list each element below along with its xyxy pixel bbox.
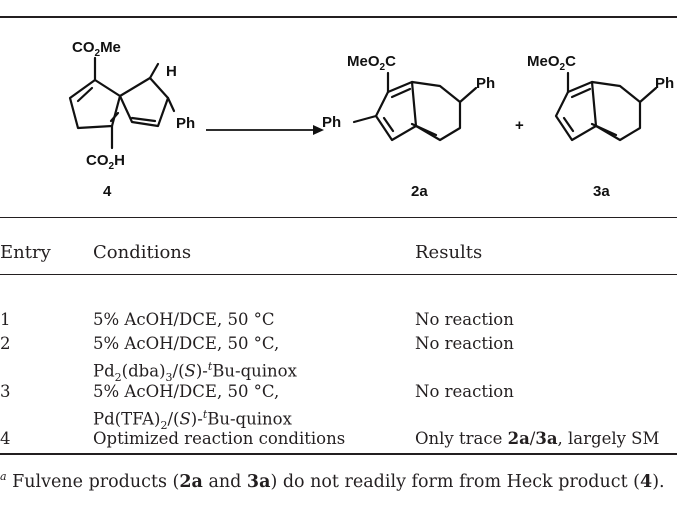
reaction-scheme: CO2Me H Ph CO2H 4 MeO2C Ph Ph 2a + MeO2C…	[68, 39, 674, 200]
ph-label-4: Ph	[176, 115, 195, 132]
row-1-conditions: 5% AcOH/DCE, 50 °C	[93, 310, 275, 329]
compound-label-2a: 2a	[411, 183, 428, 200]
table-top-rule	[0, 16, 677, 18]
table-footnote: a Fulvene products (2a and 3a) do not re…	[0, 470, 665, 492]
ph-label-3a: Ph	[655, 75, 674, 92]
header-conditions: Conditions	[93, 242, 192, 263]
plus-sign: +	[515, 117, 524, 134]
row-3-conditions-catalyst: Pd(TFA)2/(S)-tBu-quinox	[93, 408, 292, 432]
row-2-entry: 2	[0, 334, 11, 353]
row-2-conditions: 5% AcOH/DCE, 50 °C,	[93, 334, 280, 353]
header-entry: Entry	[0, 242, 51, 263]
row-2-result: No reaction	[415, 334, 514, 353]
ph-label-2a-left: Ph	[322, 114, 341, 131]
header-rule	[0, 274, 677, 275]
row-3-entry: 3	[0, 382, 11, 401]
row-3-result: No reaction	[415, 382, 514, 401]
row-1-result: No reaction	[415, 310, 514, 329]
row-2-conditions-catalyst: Pd2(dba)3/(S)-tBu-quinox	[93, 360, 297, 384]
compound-2a-structure	[352, 71, 478, 142]
h-label: H	[166, 63, 177, 80]
scheme-separator-rule	[0, 217, 677, 219]
row-4-entry: 4	[0, 429, 11, 448]
row-4-conditions: Optimized reaction conditions	[93, 429, 346, 448]
header-results: Results	[415, 242, 483, 263]
meo2c-label-2a: MeO2C	[347, 53, 396, 73]
compound-label-3a: 3a	[593, 183, 610, 200]
compound-label-4: 4	[103, 183, 112, 200]
row-3-conditions: 5% AcOH/DCE, 50 °C,	[93, 382, 280, 401]
meo2c-label-3a: MeO2C	[527, 53, 576, 73]
compound-4-structure	[68, 56, 176, 150]
ph-label-2a-right: Ph	[476, 75, 495, 92]
row-4-result: Only trace 2a/3a, largely SM	[415, 429, 660, 448]
co2me-label: CO2Me	[72, 39, 121, 59]
compound-3a-structure	[554, 71, 658, 142]
row-1-entry: 1	[0, 310, 11, 329]
arrow-head	[313, 125, 324, 135]
co2h-label: CO2H	[86, 152, 125, 172]
table-bottom-rule	[0, 453, 677, 455]
